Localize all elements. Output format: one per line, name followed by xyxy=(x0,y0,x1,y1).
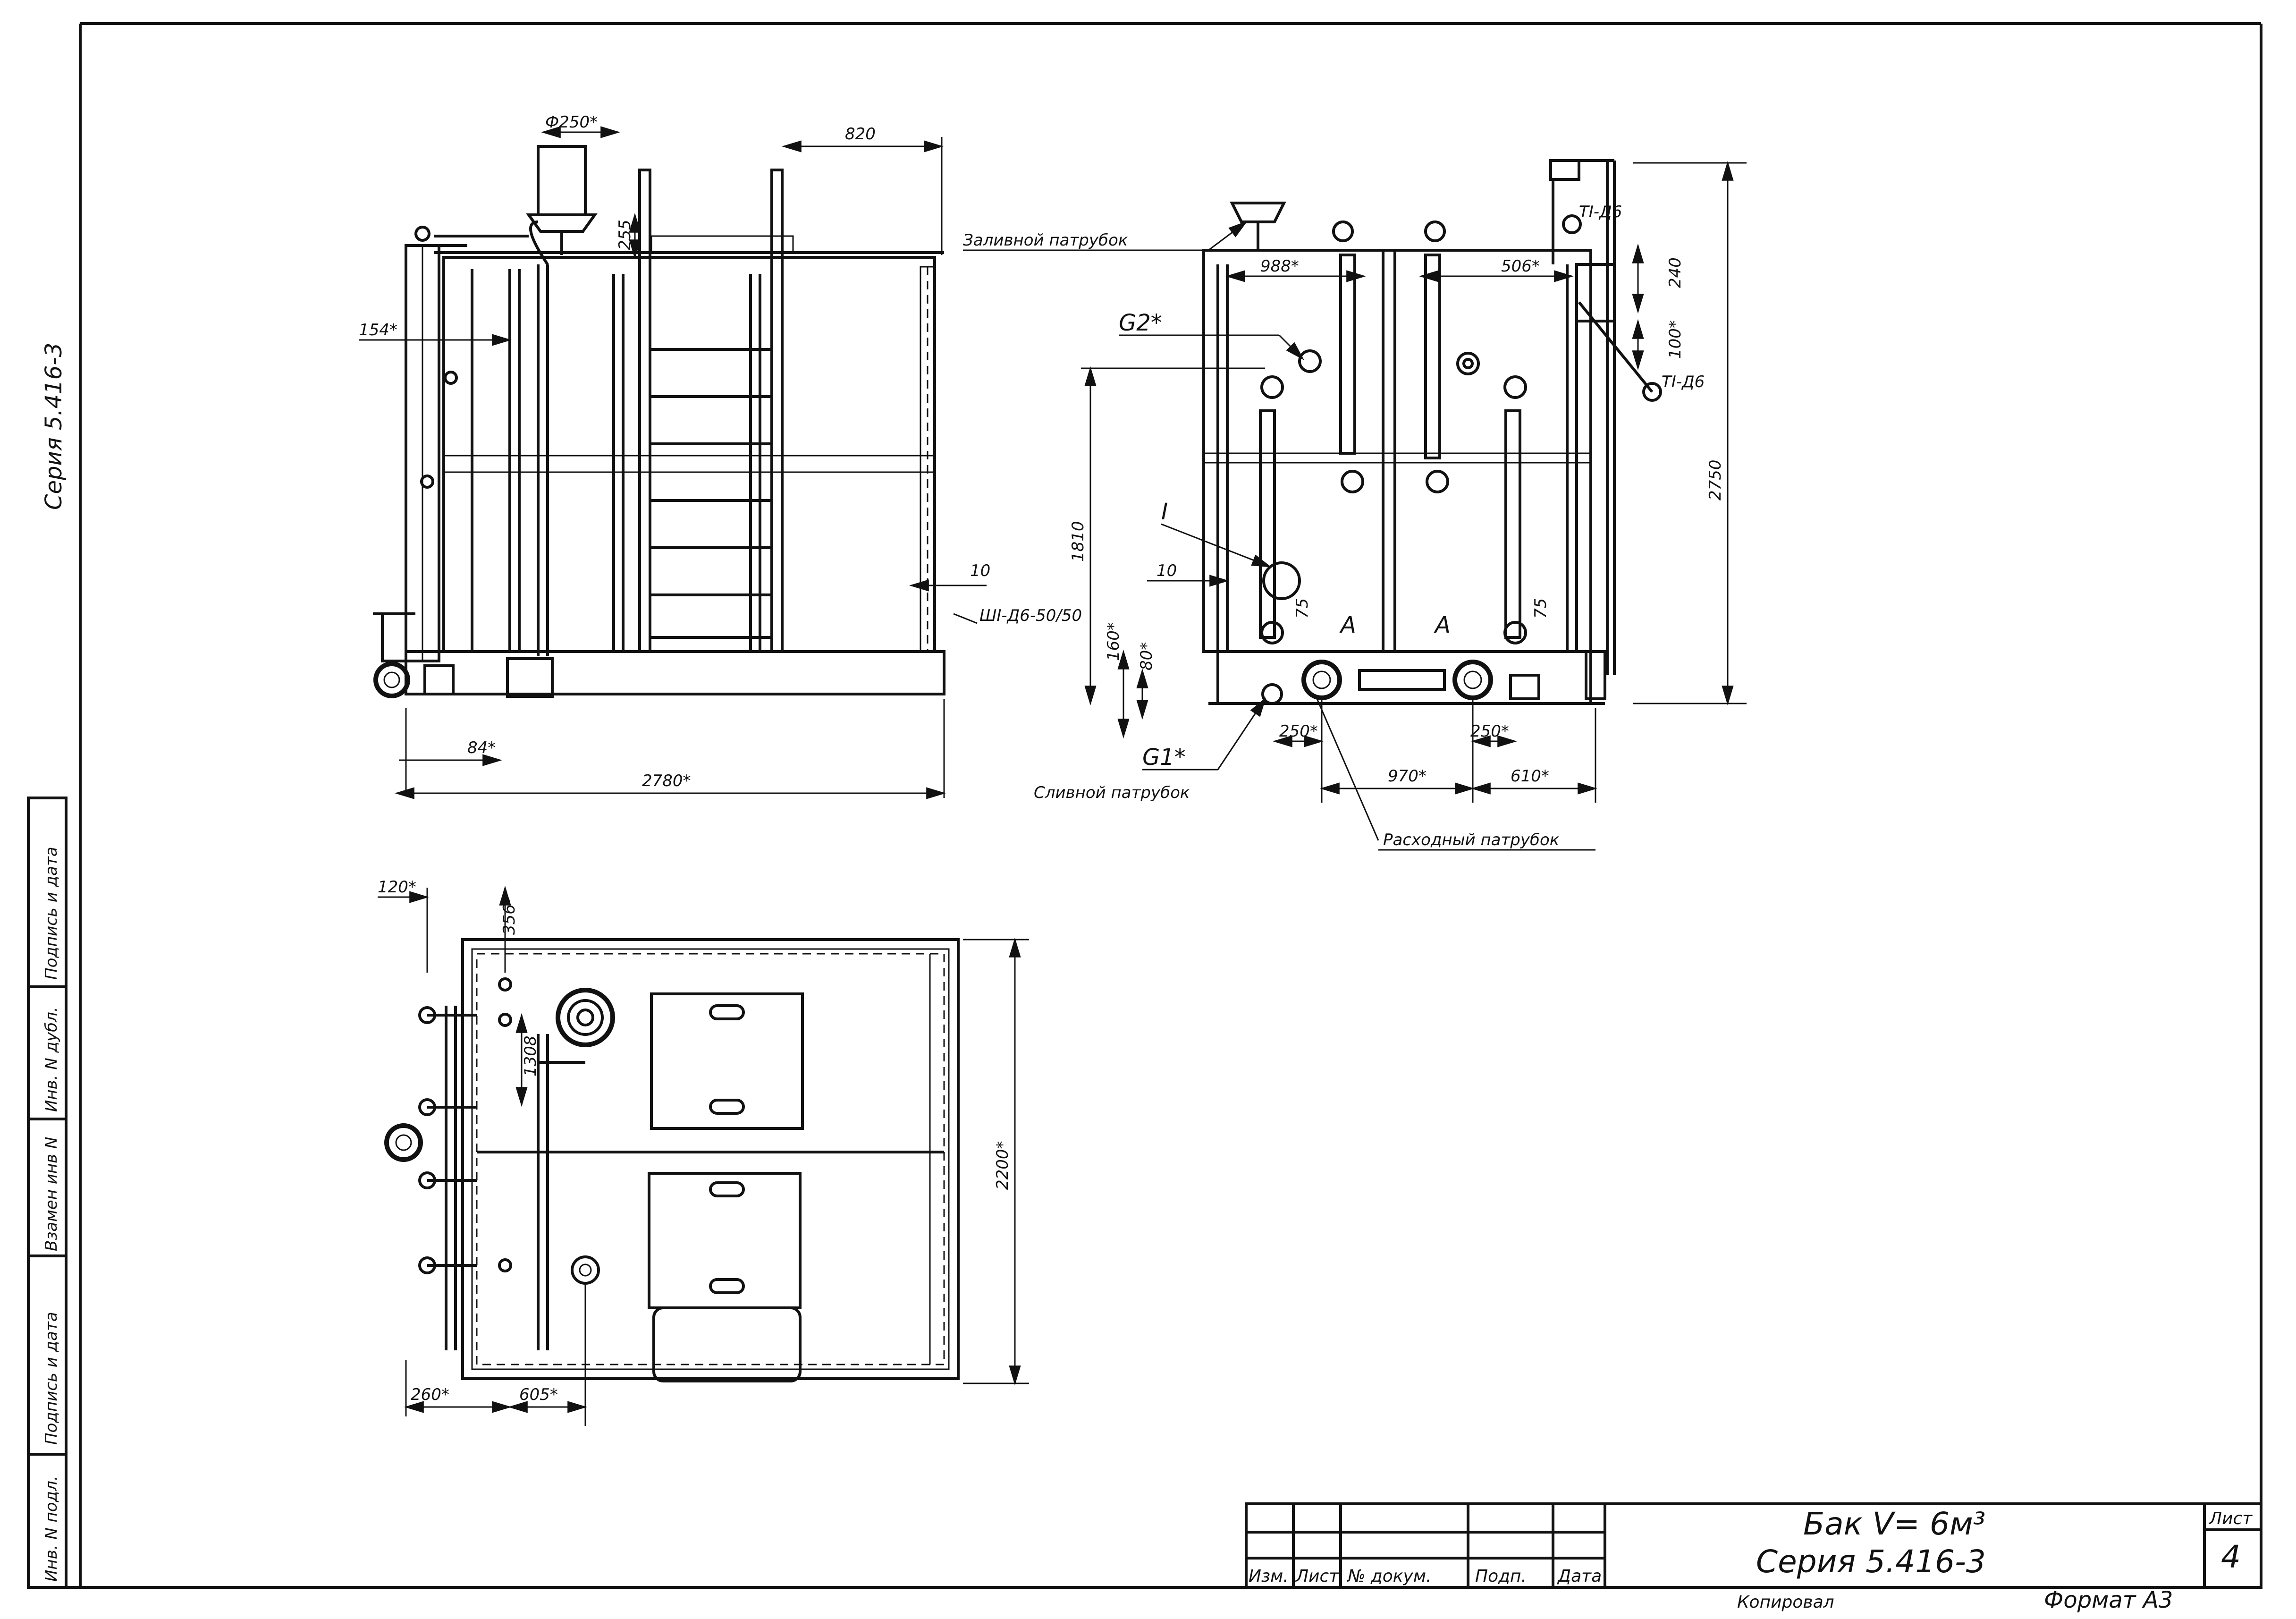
label-g1: G1* xyxy=(1142,744,1186,771)
dim-h100: 100* xyxy=(1666,320,1685,359)
weld-mark-front: ШI-Д6-50/50 xyxy=(979,606,1082,625)
dim-w605: 605* xyxy=(519,1385,558,1404)
tb-copied: Копировал xyxy=(1737,1593,1834,1612)
front-view: Ф250* 820 255 154* 10 ШI-Д6-50/50 84* 27… xyxy=(359,113,1082,799)
dim-h240: 240 xyxy=(1666,257,1685,288)
dim-w356: 356* xyxy=(500,896,519,935)
label-g2: G2* xyxy=(1119,310,1162,336)
dim-w2780: 2780* xyxy=(642,771,691,790)
dim-h1308: 1308 xyxy=(521,1035,540,1077)
col-data: Дата xyxy=(1557,1567,1602,1586)
col-podp: Подп. xyxy=(1475,1567,1527,1586)
label-outlet-pipe: Расходный патрубок xyxy=(1383,831,1560,849)
section-mark-a1: A xyxy=(1339,612,1356,638)
stamp-inv-dubl: Инв. N дубл. xyxy=(42,1007,61,1112)
tb-series: Серия 5.416-3 xyxy=(1756,1543,1986,1580)
dim-d250: Ф250* xyxy=(545,113,598,132)
dim-h75-b: 75 xyxy=(1531,598,1550,619)
stamp-vzam-inv: Взамен инв N xyxy=(42,1137,61,1251)
dim-w820: 820 xyxy=(845,125,876,144)
side-view: Заливной патрубок 988* 506* G2* ТI-Д6 ТI… xyxy=(963,159,1747,851)
stamp-podpis-data: Подпись и дата xyxy=(42,1312,61,1445)
tb-format: Формат А3 xyxy=(2044,1587,2173,1613)
dim-w250-a: 250* xyxy=(1279,722,1318,741)
dim-h2750: 2750 xyxy=(1706,459,1725,500)
tb-title: Бак V= 6м³ xyxy=(1803,1506,1985,1542)
dim-h75-a: 75 xyxy=(1293,598,1312,619)
tb-sheet-label: Лист xyxy=(2208,1509,2253,1528)
label-t1d6-mid: ТI-Д6 xyxy=(1662,373,1705,391)
stamp-inv-podl: Инв. N подл. xyxy=(42,1475,61,1582)
stamp-podpis-data-2: Подпись и дата xyxy=(42,847,61,980)
col-izm: Изм. xyxy=(1249,1567,1289,1586)
dim-w120: 120* xyxy=(378,878,416,897)
dim-d988: 988* xyxy=(1260,257,1299,276)
dim-t10-front: 10 xyxy=(970,561,990,580)
dim-t10-side: 10 xyxy=(1156,561,1177,580)
dim-w970: 970* xyxy=(1388,767,1427,786)
label-fill-pipe: Заливной патрубок xyxy=(963,231,1128,250)
overflow-funnel xyxy=(526,145,598,265)
detail-mark-i: I xyxy=(1161,499,1168,525)
col-doc: № докум. xyxy=(1347,1567,1431,1586)
label-drain-pipe: Сливной патрубок xyxy=(1034,783,1190,802)
dim-h2200: 2200* xyxy=(993,1141,1012,1190)
dim-h255: 255 xyxy=(616,220,634,250)
dim-d506: 506* xyxy=(1501,257,1540,276)
dim-w84: 84* xyxy=(467,738,496,757)
tb-sheet-num: 4 xyxy=(2221,1539,2241,1575)
sheet-frame xyxy=(28,22,2262,1589)
dim-w250-b: 250* xyxy=(1470,722,1509,741)
dim-w154: 154* xyxy=(359,321,397,339)
label-t1d6-top: ТI-Д6 xyxy=(1579,203,1622,221)
dim-h80: 80* xyxy=(1137,642,1156,670)
top-view: 120* 356* 1308 2200* 260* 605* xyxy=(378,878,1029,1426)
dim-h160: 160* xyxy=(1104,622,1123,661)
section-mark-a2: A xyxy=(1434,612,1451,638)
dim-w610: 610* xyxy=(1511,767,1549,786)
col-list: Лист xyxy=(1295,1567,1339,1586)
dim-w260: 260* xyxy=(411,1385,449,1404)
title-block: Изм. Лист № докум. Подп. Дата Бак V= 6м³… xyxy=(1245,1502,2262,1613)
dim-h1810: 1810 xyxy=(1069,521,1088,562)
side-stamp: Инв. N подл. Подпись и дата Взамен инв N… xyxy=(27,797,68,1589)
drain-valve-front xyxy=(373,612,455,698)
series-vertical-label: Серия 5.416-3 xyxy=(41,343,67,510)
